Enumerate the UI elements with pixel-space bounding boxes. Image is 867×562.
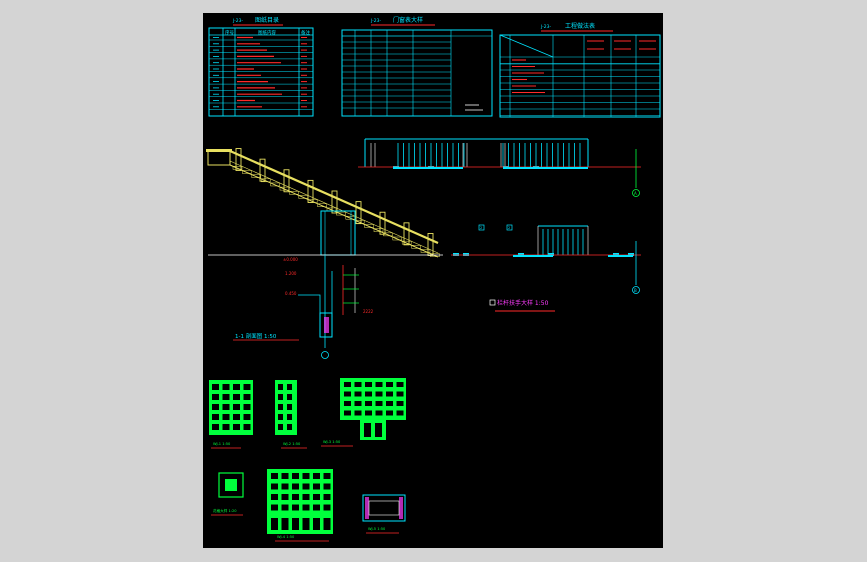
col-content-header: 图纸内容 xyxy=(258,29,276,36)
axis-label-b: B xyxy=(634,288,637,293)
panel-f xyxy=(362,494,406,522)
axis-bubble-b xyxy=(632,286,640,294)
grid-marker-1: 2 xyxy=(480,226,482,230)
railing-upper-balusters xyxy=(370,143,581,169)
railing-lower-balusters xyxy=(453,226,634,256)
schedule-grid xyxy=(500,35,660,117)
door-window-grid xyxy=(342,30,492,116)
drawing-index-table: J-23- 图纸目录 序号 图纸内容 备注 xyxy=(208,16,314,117)
elevation-label-2: 1.200 xyxy=(285,271,297,276)
panel-d xyxy=(218,472,244,498)
panel-c-caption: WJ-3 1:50 xyxy=(323,440,341,444)
axis-label-a: A xyxy=(634,191,637,196)
grid-marker-2: 2 xyxy=(508,226,510,230)
axis-bubble xyxy=(321,351,329,359)
panel-d-caption: 花格大样 1:20 xyxy=(213,508,237,513)
drawing-index-title-prefix: J-23- xyxy=(232,18,244,24)
railing-detail-title: 栏杆扶手大样 1:50 xyxy=(497,299,549,307)
panel-a-caption: WJ-1 1:50 xyxy=(213,442,231,446)
panel-f-caption: WJ-5 1:50 xyxy=(368,527,386,531)
elevation-label-1: ±0.000 xyxy=(283,257,298,262)
drawing-index-title: 图纸目录 xyxy=(255,16,279,24)
panel-c-base xyxy=(360,420,386,440)
panel-b-caption: WJ-2 1:50 xyxy=(283,442,301,446)
stair-elevation xyxy=(206,148,443,258)
cad-drawing: J-23- 图纸目录 序号 图纸内容 备注 J-23- 门窗表大样 xyxy=(206,16,661,542)
panel-openings xyxy=(212,382,404,530)
axis-bubble-a xyxy=(632,189,640,197)
door-window-table: J-23- 门窗表大样 xyxy=(341,16,493,117)
table-frame xyxy=(208,27,314,117)
col-no-header: 序号 xyxy=(225,29,234,36)
schedule-title: 工程做法表 xyxy=(565,22,595,30)
door-window-title-prefix: J-23- xyxy=(370,18,382,24)
lattice-panels: WJ-1 1:50 WJ-2 1:50 WJ-3 1:50 花格大样 1:20 … xyxy=(209,378,406,542)
schedule-table: J-23- 工程做法表 xyxy=(499,22,661,118)
panel-b xyxy=(275,380,297,435)
drawing-sheet[interactable]: J-23- 图纸目录 序号 图纸内容 备注 J-23- 门窗表大样 xyxy=(203,13,663,548)
col-note-header: 备注 xyxy=(301,29,310,36)
door-window-title: 门窗表大样 xyxy=(393,16,423,24)
section-view-title: 1-1 剖面图 1:50 xyxy=(235,332,277,340)
dimension-label: 2222 xyxy=(363,309,374,314)
elevation-label-3: 0.450 xyxy=(285,291,297,296)
stair-railing xyxy=(229,148,440,258)
drawing-index-rows xyxy=(209,36,313,110)
schedule-title-prefix: J-23- xyxy=(540,24,552,30)
panel-e-caption: WJ-4 1:50 xyxy=(277,535,295,539)
railing-elevation: A B 2 2 栏杆扶手大样 1:50 xyxy=(358,138,641,312)
section-detail: ±0.000 1.200 0.450 2222 1-1 剖面图 1:50 xyxy=(233,255,374,359)
